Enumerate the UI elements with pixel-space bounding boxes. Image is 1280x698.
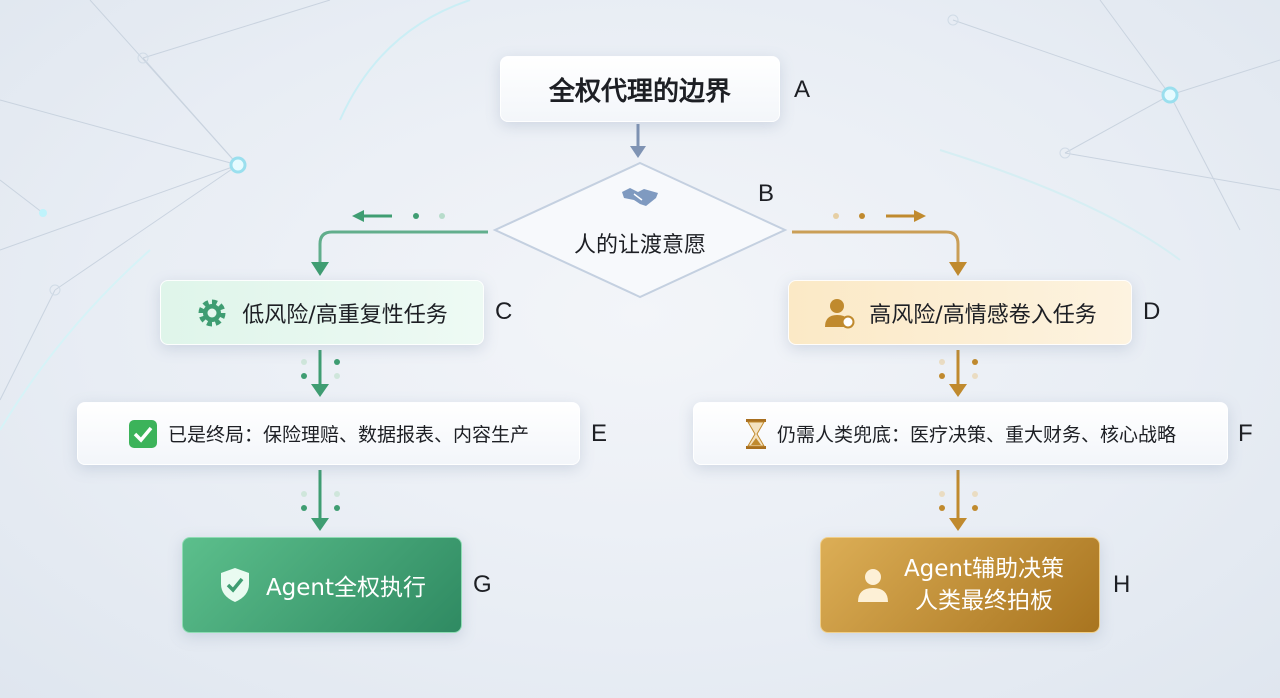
node-c-label: C [495,298,513,325]
shield-check-icon [218,566,252,604]
node-c-text: 低风险/高重复性任务 [242,302,448,328]
node-g: Agent全权执行 [182,537,462,633]
node-h-label: H [1113,571,1131,598]
arrow-c-to-e [301,350,340,397]
arrow-b-to-d [792,210,967,276]
node-h-line2: 人类最终拍板 [915,588,1053,614]
node-h-line1: Agent辅助决策 [903,556,1065,582]
node-d: 高风险/高情感卷入任务 [788,280,1132,345]
node-a-text: 全权代理的边界 [548,76,731,107]
gear-icon [196,297,228,329]
decision-diamond [492,161,788,299]
node-d-text: 高风险/高情感卷入任务 [869,302,1097,328]
arrow-d-to-f [939,350,978,397]
node-a-label: A [794,76,811,103]
node-c: 低风险/高重复性任务 [160,280,484,345]
node-b-text: 人的让渡意愿 [573,233,707,258]
person-icon [823,297,855,329]
node-f-text: 仍需人类兜底：医疗决策、重大财务、核心战略 [776,424,1176,446]
node-e-text: 已是终局：保险理赔、数据报表、内容生产 [167,424,529,446]
node-f-label: F [1238,420,1253,447]
node-h: Agent辅助决策 人类最终拍板 [820,537,1100,633]
node-d-label: D [1143,298,1161,325]
node-a: 全权代理的边界 [500,56,780,122]
arrow-b-to-c [311,210,488,276]
checkmark-icon [128,419,158,449]
node-g-label: G [473,571,492,598]
arrow-a-to-b [630,124,646,158]
handshake-icon [620,184,660,214]
arrow-f-to-h [939,470,978,531]
node-f: 仍需人类兜底：医疗决策、重大财务、核心战略 [693,402,1228,465]
node-e: 已是终局：保险理赔、数据报表、内容生产 [77,402,580,465]
hourglass-icon [745,418,767,450]
node-g-text: Agent全权执行 [265,575,427,601]
node-b-label: B [758,180,775,207]
node-e-label: E [591,420,608,447]
arrow-e-to-g [301,470,340,531]
person-icon [856,567,890,603]
